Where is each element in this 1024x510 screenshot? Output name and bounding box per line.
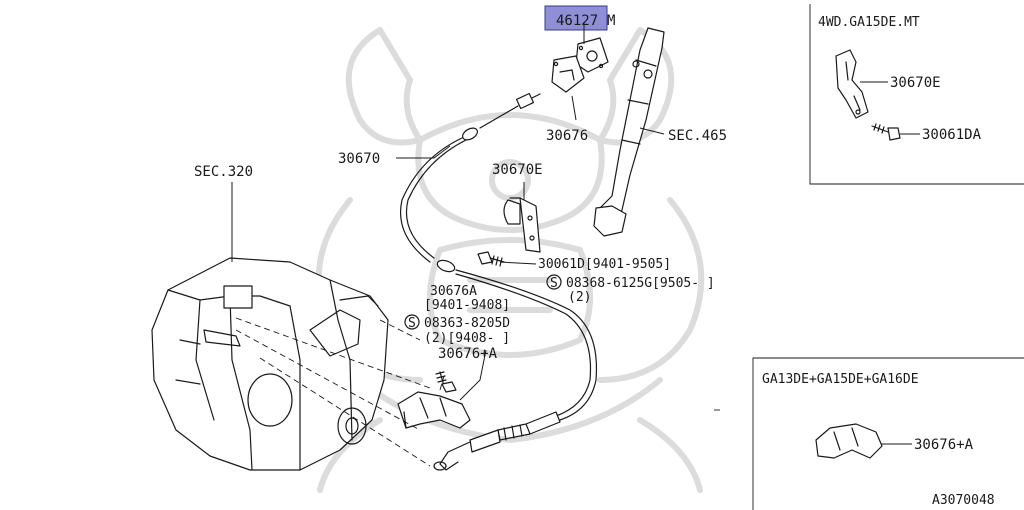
label-30670e-mid[interactable]: 30670E <box>492 162 543 178</box>
label-30676a[interactable]: 30676A <box>430 284 477 299</box>
label-sec320[interactable]: SEC.320 <box>194 164 253 180</box>
label-s-mark-2: S <box>408 316 416 331</box>
inset-4wd-title: 4WD.GA15DE.MT <box>818 15 920 30</box>
inset-ga-box <box>752 357 1024 510</box>
clutch-pedal-drawing[interactable] <box>593 27 665 237</box>
bolt-08363[interactable] <box>435 371 457 393</box>
gasket-46127[interactable] <box>575 37 609 73</box>
inset-4wd-content: 4WD.GA15DE.MT 30670E 30061DA <box>818 15 982 143</box>
bracket-30670e[interactable] <box>503 197 541 253</box>
release-fork-30676a[interactable] <box>397 391 471 429</box>
label-sec465[interactable]: SEC.465 <box>668 128 727 144</box>
label-qty-2-a: (2) <box>568 290 591 305</box>
label-46127-suffix: M <box>607 13 615 29</box>
assembly-guide-lines <box>235 317 722 467</box>
label-30676-plus-a-inset[interactable]: 30676+A <box>914 437 974 453</box>
label-30061d[interactable]: 30061D[9401-9505] <box>538 257 671 272</box>
label-30061da-inset[interactable]: 30061DA <box>922 127 982 143</box>
label-46127[interactable]: 46127 <box>556 13 598 29</box>
label-30676-plus-a[interactable]: 30676+A <box>438 346 498 362</box>
bracket-30670e-inset[interactable] <box>835 49 869 119</box>
inset-ga-title: GA13DE+GA15DE+GA16DE <box>762 372 919 387</box>
bolt-30061da-inset[interactable] <box>871 123 901 141</box>
diagram-code: A3070048 <box>932 493 995 508</box>
label-08368[interactable]: 08368-6125G[9505- ] <box>566 276 715 291</box>
inset-4wd-box <box>809 4 1024 185</box>
label-30670[interactable]: 30670 <box>338 151 380 167</box>
part-labels: 46127 M 30676 SEC.465 30670 SEC.320 3067… <box>194 13 727 362</box>
label-qty-2-range-9408: (2)[9408- ] <box>424 331 510 346</box>
label-30676-top[interactable]: 30676 <box>546 128 588 144</box>
part-46127-highlight[interactable] <box>544 5 608 31</box>
release-fork-inset[interactable] <box>815 423 883 459</box>
clutch-cable-30670[interactable] <box>400 92 598 471</box>
bolt-30061d[interactable] <box>477 251 505 267</box>
label-30670e-inset[interactable]: 30670E <box>890 75 941 91</box>
bracket-30676-top[interactable] <box>551 55 585 93</box>
inset-ga-content: GA13DE+GA15DE+GA16DE 30676+A <box>762 372 974 459</box>
leader-lines <box>231 22 920 445</box>
label-range-9401-9408: [9401-9408] <box>424 298 510 313</box>
label-s-mark-1: S <box>550 276 558 291</box>
label-08363[interactable]: 08363-8205D <box>424 316 510 331</box>
